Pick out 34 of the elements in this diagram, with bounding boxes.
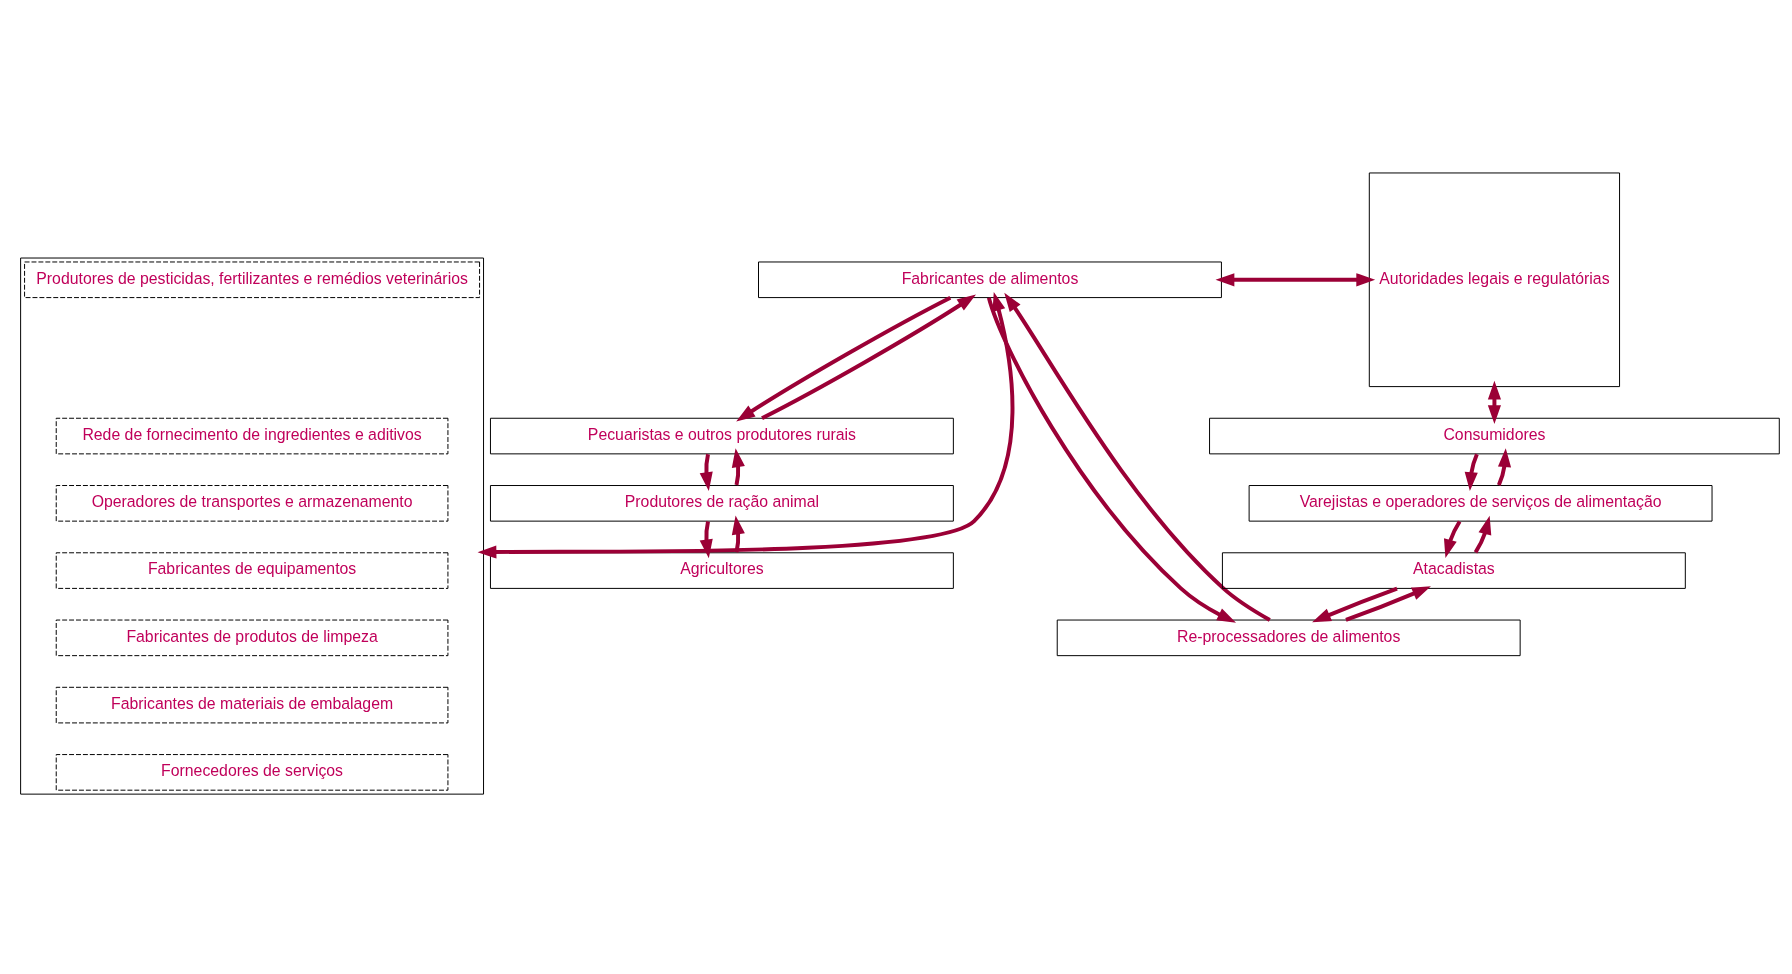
node-box: Fabricantes de equipamentos: [55, 551, 449, 589]
node-box: Autoridades legais e regulatórias: [1368, 171, 1621, 387]
node-box: Consumidores: [1209, 417, 1780, 454]
arrow: [731, 447, 745, 485]
arrow: [477, 291, 1015, 559]
arrow: [1497, 447, 1512, 486]
arrow: [1312, 586, 1398, 622]
arrow: [1004, 292, 1271, 622]
arrow: [699, 520, 713, 558]
arrow: [1473, 515, 1492, 553]
node-box: Fornecedores de serviços: [55, 753, 449, 791]
cluster: [20, 257, 485, 795]
node-box: Pecuaristas e outros produtores rurais: [489, 417, 954, 454]
arrow: [1443, 519, 1462, 558]
node-box: Fabricantes de alimentos: [758, 261, 1222, 298]
node-box: Fabricantes de materiais de embalagem: [55, 686, 449, 723]
arrow: [1215, 272, 1376, 286]
node-box: Produtores de ração animal: [489, 484, 954, 522]
node-box: Produtores de pesticidas, fertilizantes e remédios veterinários: [24, 261, 481, 298]
node-box: Agricultores: [489, 551, 954, 589]
arrow: [986, 296, 1237, 623]
arrow: [761, 294, 976, 420]
node-box: Fabricantes de produtos de limpeza: [55, 619, 449, 656]
node-box: Varejistas e operadores de serviços de alimentação: [1248, 484, 1713, 522]
arrow: [1464, 452, 1479, 491]
node-box: Rede de fornecimento de ingredientes e aditivos: [55, 417, 449, 454]
node-box: Re-processadores de alimentos: [1056, 619, 1521, 656]
arrow: [699, 453, 713, 491]
arrow: [1345, 585, 1431, 622]
node-box: Operadores de transportes e armazenamento: [55, 484, 449, 522]
node-box: Atacadistas: [1221, 551, 1686, 589]
arrow: [731, 515, 745, 553]
arrow: [736, 295, 952, 421]
arrow: [1487, 380, 1502, 424]
